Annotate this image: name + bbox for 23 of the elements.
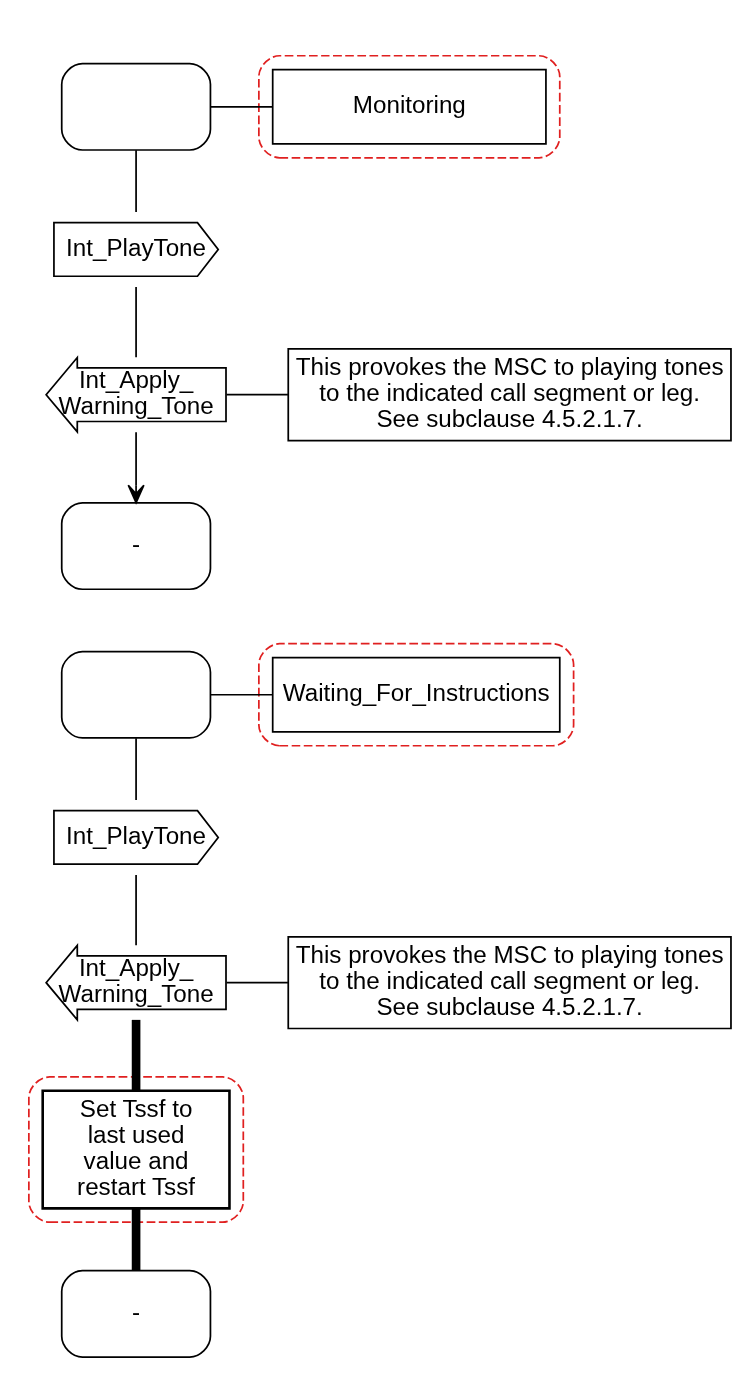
connector [131, 1207, 141, 1270]
node-box [60, 650, 212, 739]
node-box: This provokes the MSC to playing tones to the indicated call segment or leg. See subclause 4.5.2.1.7. [287, 347, 732, 441]
connector [135, 148, 137, 213]
connector [209, 105, 273, 108]
cluster [258, 54, 561, 159]
connector [225, 981, 289, 984]
node-box: - [60, 1269, 212, 1358]
node-box: Monitoring [271, 68, 547, 145]
cluster [28, 1075, 245, 1223]
connector [135, 285, 137, 358]
node-box: - [60, 501, 212, 590]
node-box [60, 62, 212, 151]
cluster [258, 642, 575, 747]
connector [225, 393, 289, 396]
connector [209, 693, 274, 696]
node-box: Waiting_For_Instructions [271, 656, 561, 733]
connector [135, 736, 137, 801]
arrow [127, 430, 145, 503]
connector [135, 873, 137, 946]
node-box: This provokes the MSC to playing tones to the indicated call segment or leg. See subclause 4.5.2.1.7. [287, 935, 732, 1029]
node-box: Set Tssf to last used value and restart Tssf [41, 1088, 231, 1210]
connector [131, 1019, 141, 1091]
